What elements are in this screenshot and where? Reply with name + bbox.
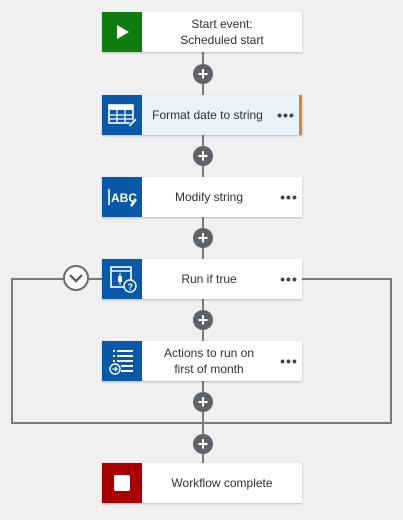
actions-first-of-month-label: Actions to run on first of month	[163, 346, 255, 376]
condition-icon: ?	[102, 259, 142, 299]
abc-icon: ABC	[102, 177, 142, 217]
svg-text:?: ?	[128, 282, 134, 292]
workflow-complete-node[interactable]: Workflow complete	[102, 463, 302, 503]
actions-first-of-month-node[interactable]: Actions to run on first of month •••	[102, 341, 302, 381]
add-step-button-5[interactable]: +	[193, 392, 213, 412]
add-step-button-1[interactable]: +	[193, 64, 213, 84]
play-icon	[102, 12, 142, 52]
add-step-button-4[interactable]: +	[193, 310, 213, 330]
stop-icon	[102, 463, 142, 503]
modify-string-label: Modify string	[174, 190, 244, 204]
run-if-true-label: Run if true	[181, 272, 237, 286]
start-event-label: Start event: Scheduled start	[180, 17, 264, 47]
run-if-true-more-button[interactable]: •••	[280, 271, 298, 287]
list-icon	[102, 341, 142, 381]
start-event-node[interactable]: Start event: Scheduled start	[102, 12, 302, 52]
add-step-button-2[interactable]: +	[193, 146, 213, 166]
collapse-branch-toggle[interactable]	[63, 265, 89, 291]
modify-string-more-button[interactable]: •••	[280, 189, 298, 205]
modify-string-node[interactable]: ABC Modify string •••	[102, 177, 302, 217]
format-date-more-button[interactable]: •••	[277, 107, 295, 123]
table-edit-icon	[102, 95, 142, 135]
actions-first-of-month-more-button[interactable]: •••	[280, 353, 298, 369]
chevron-down-icon	[69, 274, 83, 283]
format-date-node[interactable]: Format date to string •••	[102, 95, 302, 135]
run-if-true-node[interactable]: ? Run if true •••	[102, 259, 302, 299]
workflow-complete-label: Workflow complete	[171, 476, 273, 490]
add-step-button-6[interactable]: +	[193, 434, 213, 454]
format-date-label: Format date to string	[152, 108, 263, 122]
add-step-button-3[interactable]: +	[193, 228, 213, 248]
svg-text:ABC: ABC	[111, 191, 137, 205]
